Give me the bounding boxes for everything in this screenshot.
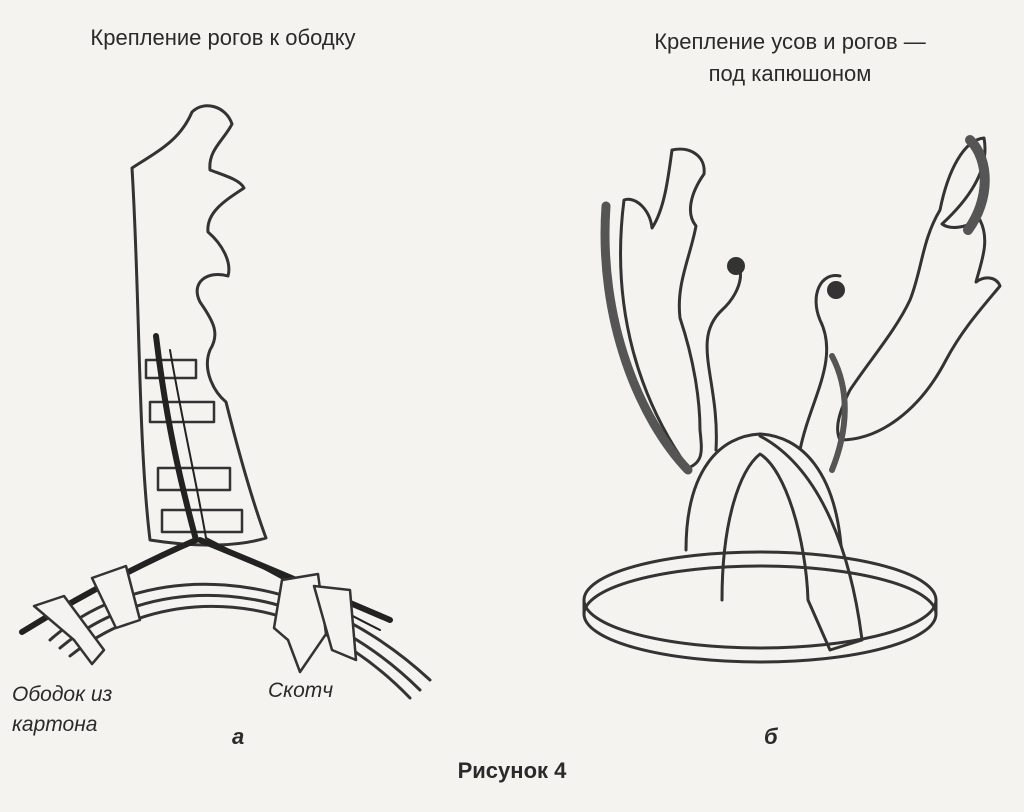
tape-wraps-left bbox=[32, 564, 142, 666]
label-cardboard-rim-line2: картона bbox=[12, 713, 98, 736]
caption-under-hood-line1: Крепление усов и рогов — bbox=[654, 29, 926, 54]
figure-letter-b: б bbox=[764, 724, 778, 749]
figure-letter-a: а bbox=[232, 724, 245, 749]
hood-center-strap bbox=[720, 434, 864, 652]
left-antenna-tip bbox=[727, 257, 745, 275]
right-antenna bbox=[798, 274, 842, 452]
left-horn-shadow bbox=[600, 201, 693, 475]
right-horn-shadow bbox=[963, 135, 990, 235]
right-antenna-tip bbox=[827, 281, 845, 299]
label-cardboard-rim: Ободок из картона bbox=[12, 680, 172, 740]
cardboard-rim bbox=[48, 582, 432, 700]
left-horn bbox=[619, 147, 706, 470]
figure-b-hood-frame bbox=[582, 135, 1002, 664]
label-tape: Скотч bbox=[268, 679, 334, 702]
caption-under-hood-line2: под капюшоном bbox=[708, 61, 872, 86]
figure-a-horn-attachment bbox=[19, 104, 432, 700]
caption-under-hood: Крепление усов и рогов — под капюшоном bbox=[580, 26, 1000, 90]
right-horn bbox=[836, 136, 1002, 442]
tape-wraps-right bbox=[272, 572, 358, 674]
horn-shape bbox=[130, 104, 268, 547]
caption-horn-to-rim: Крепление рогов к ободку bbox=[90, 25, 356, 50]
antennae bbox=[705, 257, 848, 473]
hood-rim bbox=[582, 550, 938, 664]
figure-title: Рисунок 4 bbox=[457, 758, 567, 783]
left-antenna bbox=[705, 260, 742, 452]
label-cardboard-rim-line1: Ободок из bbox=[12, 683, 113, 706]
right-antenna-inner bbox=[829, 353, 848, 473]
